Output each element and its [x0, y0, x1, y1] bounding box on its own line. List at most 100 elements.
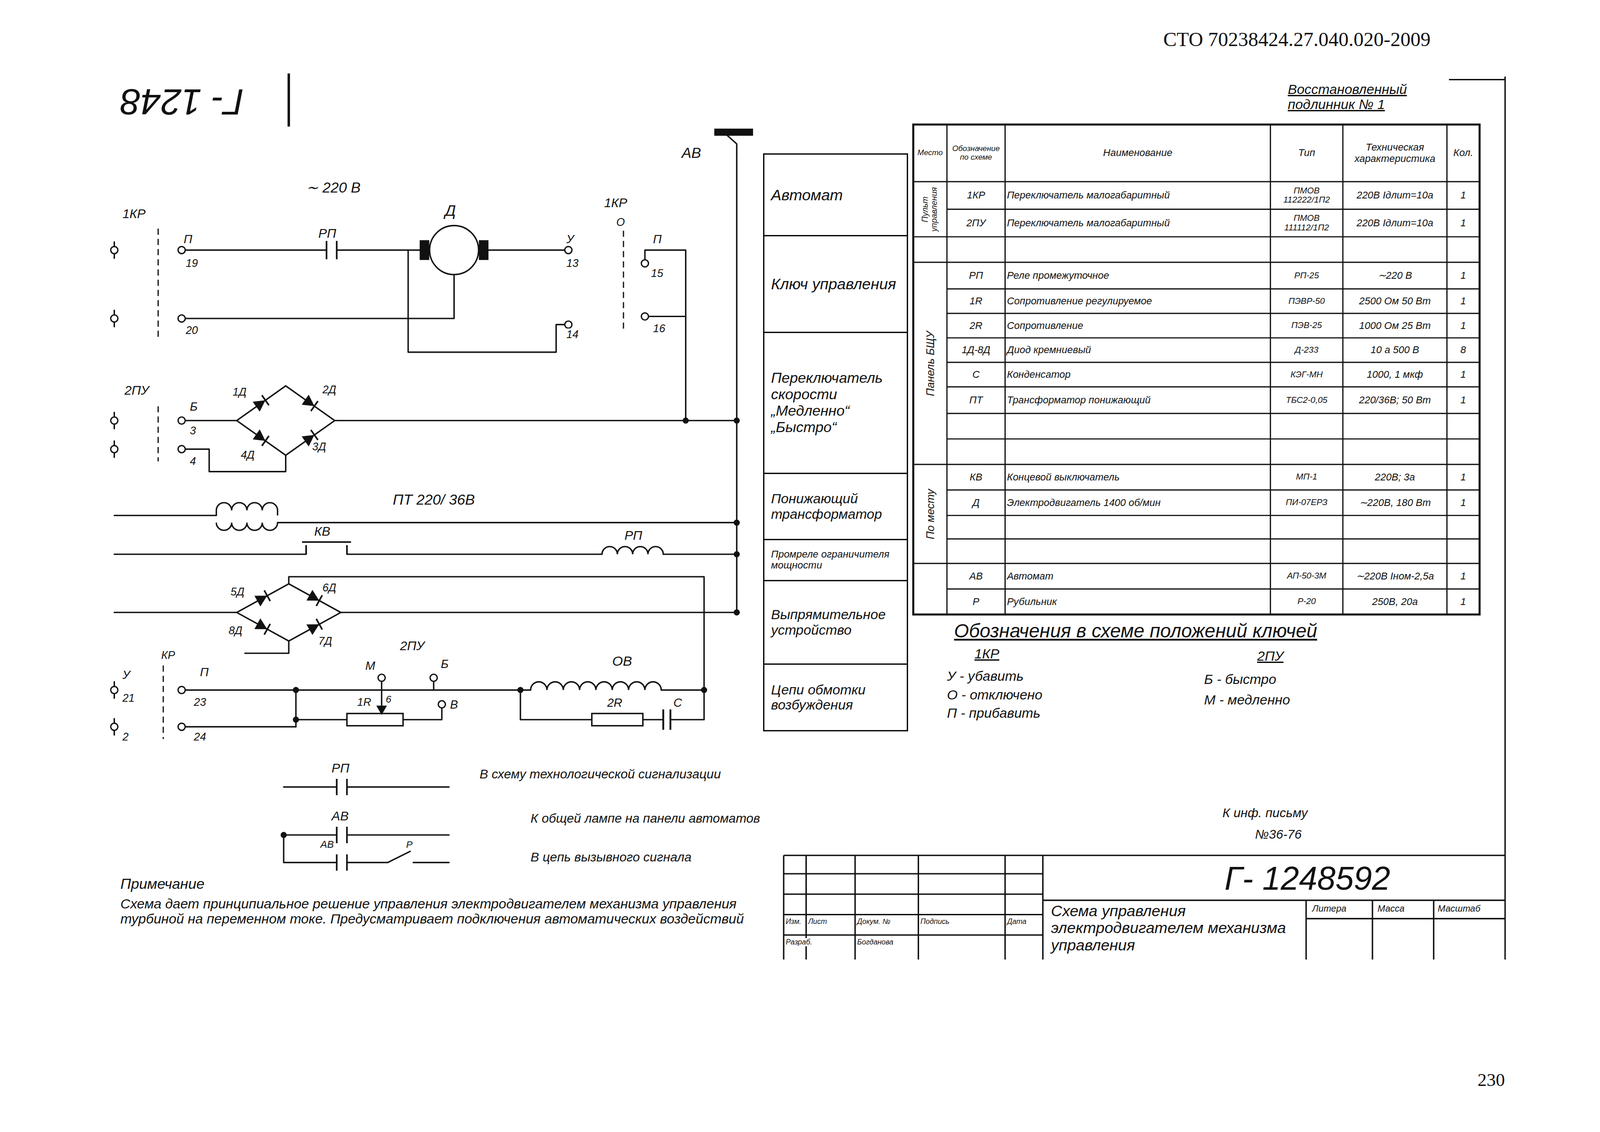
schematic-label: П [200, 665, 209, 679]
schematic-label: 2ПУ [400, 638, 425, 654]
motor-symbol [429, 225, 479, 275]
band-label: Цепи обмотки возбуждения [770, 681, 901, 713]
schematic-label: В схему технологической сигнализации [479, 767, 786, 782]
key-linkage [158, 228, 624, 739]
table-cell: РП [948, 262, 1004, 289]
schematic-label: 6 [385, 693, 392, 705]
terminal [110, 246, 119, 254]
band-label: Выпрямительное устройство [770, 606, 901, 638]
schematic-label: 13 [566, 257, 579, 270]
table-cell: Переключатель малогабаритный [1007, 209, 1269, 237]
schematic-label: 8Д [228, 624, 243, 637]
capacitor-symbol [663, 709, 671, 730]
table-cell: Кол. [1448, 124, 1478, 182]
table-cell: КЭГ-МН [1272, 362, 1341, 387]
table-cell: Реле промежуточное [1007, 262, 1269, 289]
schematic-label: Обозначения в схеме положений ключей [954, 620, 1318, 642]
table-cell: ПМОВ 111112/1П2 [1272, 209, 1341, 237]
wire [432, 680, 435, 690]
wire [408, 249, 569, 353]
wire [288, 576, 705, 690]
terminal [110, 246, 649, 730]
schematic-label: У [122, 668, 130, 682]
terminal [177, 246, 186, 254]
coil-symbol [602, 546, 664, 555]
frame-line [287, 73, 290, 127]
wire [277, 521, 738, 524]
table-cell: АП-50-3М [1272, 563, 1341, 589]
table-cell: Р [948, 588, 1004, 615]
schematic-label: Восстановленный подлинник № 1 [1287, 81, 1472, 112]
table-cell: АВ [948, 563, 1004, 589]
table-cell: 8 [1448, 337, 1478, 363]
schematic-label: Г- 1248 [120, 81, 244, 122]
table-cell: 2500 Ом 50 Вт [1344, 288, 1445, 314]
schematic-label: 3 [189, 424, 196, 437]
schematic-label: 1Д [232, 385, 247, 398]
table-cell: 1 [1448, 181, 1478, 209]
table-cell: Обозначение по схеме [948, 124, 1004, 182]
diode-bridge [236, 385, 335, 456]
frame-line [783, 873, 1043, 935]
table-grid [913, 124, 1480, 615]
schematic-label: У - убавить [946, 668, 1024, 684]
wire [380, 681, 383, 707]
table-cell: По месту [913, 464, 947, 564]
table-cell: Сопротивление регулируемое [1007, 288, 1269, 314]
wire [114, 611, 237, 613]
schematic-label: В цепь вызывного сигнала [530, 850, 735, 865]
diode-symbol [306, 618, 323, 635]
schematic-label: ∼ 220 В [306, 179, 361, 196]
table-cell: Место [914, 124, 946, 182]
band-label: Промреле ограничителя мощности [770, 548, 901, 572]
table-cell: 1 [1448, 362, 1478, 387]
wire [114, 553, 307, 555]
wire [726, 134, 737, 153]
band-box: Промреле ограничителя мощности [763, 538, 909, 581]
automat-symbol [714, 128, 754, 136]
band-label: Ключ управления [770, 275, 901, 293]
terminal [110, 314, 119, 323]
wire [181, 274, 454, 319]
key-linkage [162, 665, 165, 739]
table-cell: Панель БЩУ [913, 262, 947, 465]
table-cell: КВ [948, 464, 1004, 490]
table-cell: Тип [1272, 124, 1341, 182]
schematic-label: Масса [1377, 903, 1405, 914]
motor-symbol [479, 240, 489, 260]
schematic-label: 23 [193, 696, 207, 708]
schematic-label: Г- 1248592 [1224, 860, 1391, 897]
table-cell: С [948, 362, 1004, 387]
table-cell: Сопротивление [1007, 313, 1269, 338]
schematic-label: М [365, 659, 376, 673]
terminal [110, 416, 119, 425]
diode-symbol [252, 394, 270, 412]
junction-dot [682, 417, 689, 424]
schematic-label: С [673, 696, 683, 710]
table-cell: Пульт управления [913, 181, 947, 237]
terminal [641, 259, 649, 267]
terminal [177, 314, 186, 323]
table-cell: Рубильник [1007, 588, 1269, 615]
band-box: Переключатель скорости „Медленно“ „Быстр… [763, 331, 909, 474]
key-linkage [157, 405, 159, 462]
wire [114, 134, 738, 863]
table-cell: Автомат [1007, 563, 1269, 589]
schematic-label: П - прибавить [946, 705, 1041, 721]
motor-symbol [420, 240, 429, 260]
schematic-label: У [566, 232, 575, 246]
terminal [110, 445, 119, 453]
schematic-label: Б - быстро [1204, 671, 1277, 687]
wire [244, 640, 289, 654]
table-cell: 1 [1448, 386, 1478, 414]
resistor-symbol [347, 713, 404, 726]
table-cell: 1 [1448, 313, 1478, 338]
diode-symbol [252, 394, 323, 635]
wire [663, 553, 737, 555]
schematic-label: РП [318, 226, 337, 241]
wire [520, 689, 593, 720]
contact-symbol [336, 778, 347, 795]
junction-dot [292, 686, 299, 693]
wire [347, 833, 450, 836]
schematic-label: КВ [314, 524, 331, 539]
